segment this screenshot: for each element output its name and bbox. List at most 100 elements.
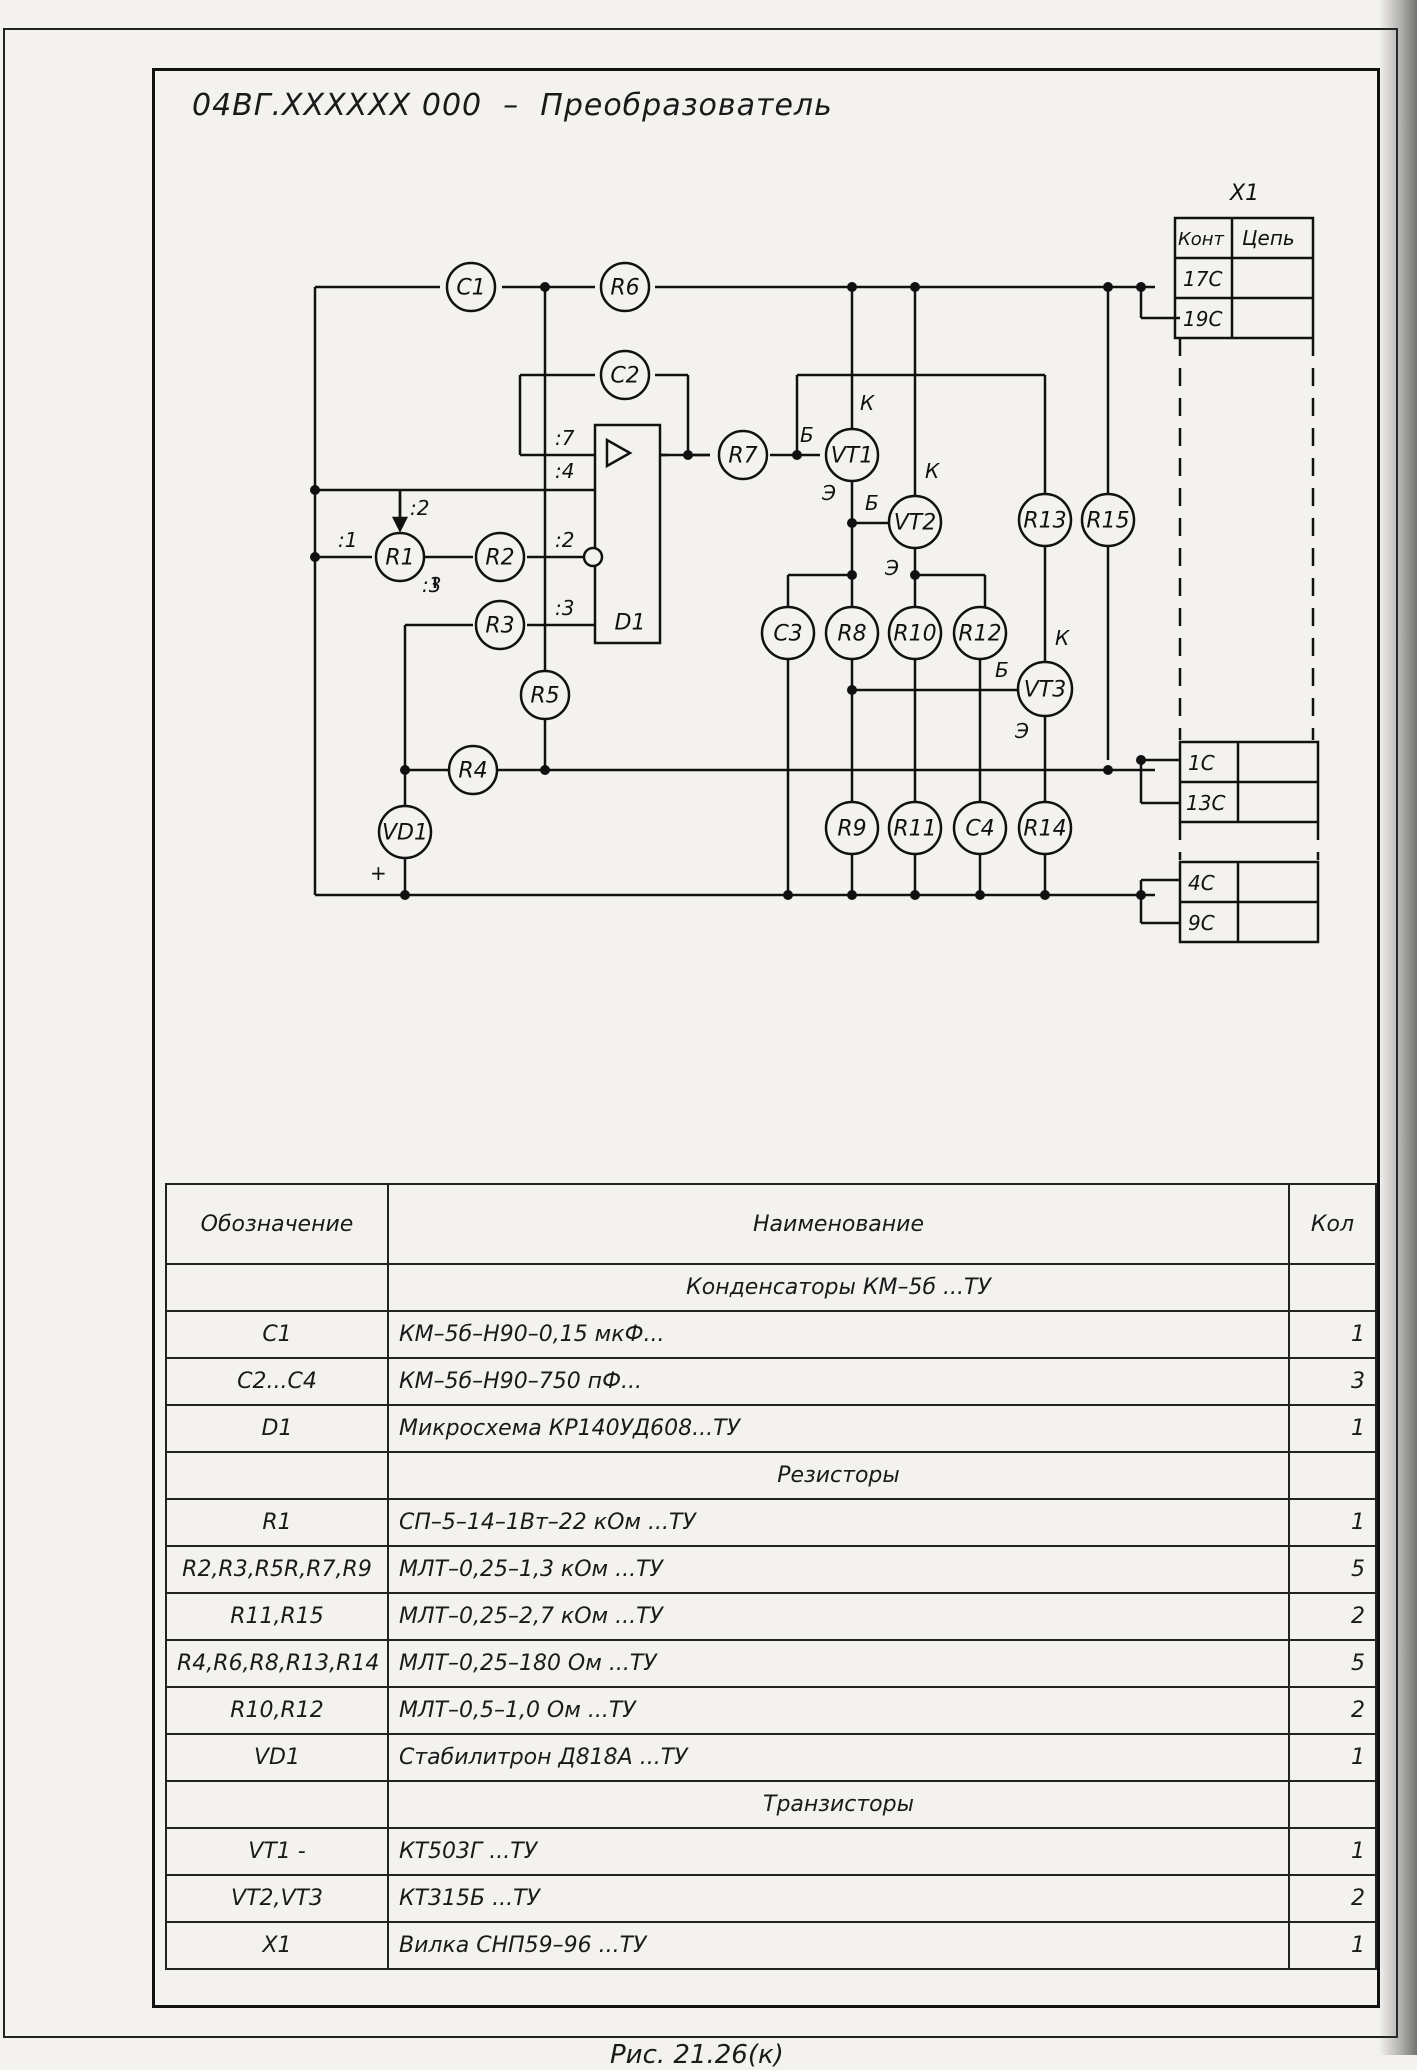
connector-x1: X1 Конт Цепь 17С 19С 1С 13С 4С 9С (1173, 181, 1320, 944)
vt1-symbol (824, 427, 880, 483)
c3-symbol (760, 605, 816, 661)
r7-label: R7 (728, 444, 757, 469)
circuit-schematic: C1 R6 C2 R7 VT1 VT2 R1 R2 R3 R5 R4 VD1 C… (310, 181, 1320, 944)
d1-pin2-label: :2 (555, 528, 574, 552)
bom-section-row: Резисторы (165, 1451, 1377, 1500)
d1-label: D1 (615, 611, 646, 636)
bom-cell-designation: VD1 (165, 1733, 389, 1782)
bom-cell-qty: 5 (1288, 1545, 1377, 1594)
r2-symbol (474, 531, 526, 583)
pin-labels: :7 :4 :2 :3 :1 :2 :3 К Б Э К Б Э К Б Э + (338, 391, 1070, 885)
bom-cell-qty: 2 (1288, 1874, 1377, 1923)
bom-cell-designation: R1 (165, 1498, 389, 1547)
r1-pin3-label: :3 (422, 573, 441, 597)
sheet-inner-frame (152, 68, 1380, 2008)
r6-label: R6 (610, 276, 639, 301)
r12-label: R12 (958, 622, 1001, 647)
r12-symbol (952, 605, 1008, 661)
vt1-emitter-label: Э (821, 481, 836, 505)
d1-pin4-label: :4 (555, 459, 574, 483)
bom-cell-qty (1288, 1451, 1377, 1500)
x1-header-contact: Конт (1178, 229, 1225, 250)
bom-cell-name: МЛТ–0,25–180 Ом ...ТУ (387, 1639, 1290, 1688)
c3-label: C3 (773, 622, 802, 647)
x1-pin-19c: 19С (1183, 307, 1222, 331)
x1-label: X1 (1229, 181, 1259, 206)
bom-header-row: Обозначение Наименование Кол (165, 1183, 1377, 1265)
c4-label: C4 (965, 817, 994, 842)
bom-cell-designation: VT2,VT3 (165, 1874, 389, 1923)
bom-header-qty: Кол (1288, 1183, 1377, 1265)
vt2-emitter-label: Э (884, 556, 899, 580)
bom-cell-qty: 5 (1288, 1639, 1377, 1688)
r2-label: R2 (485, 546, 514, 571)
vt1-label: VT1 (831, 444, 874, 469)
bom-cell-designation: X1 (165, 1921, 389, 1970)
r3-symbol (474, 599, 526, 651)
d1-pin7-label: :7 (555, 426, 575, 450)
bom-cell-designation: R10,R12 (165, 1686, 389, 1735)
r10-label: R10 (893, 622, 936, 647)
r10-symbol (887, 605, 943, 661)
bom-cell-designation: C1 (165, 1310, 389, 1359)
vt3-symbol (1016, 660, 1074, 718)
r15-label: R15 (1086, 509, 1129, 534)
x1-pin-17c: 17С (1183, 267, 1222, 291)
bom-cell-qty (1288, 1780, 1377, 1829)
c1-symbol (445, 261, 497, 313)
r1-pin2-label: :2 (410, 496, 429, 520)
bom-cell-designation: C2...C4 (165, 1357, 389, 1406)
r4-symbol (447, 744, 499, 796)
x1-header-circuit: Цепь (1242, 226, 1295, 250)
bom-section-row: Конденсаторы КМ–5б ...ТУ (165, 1263, 1377, 1312)
r1-pin1-label: :1 (338, 528, 357, 552)
bom-cell-designation: R2,R3,R5R,R7,R9 (165, 1545, 389, 1594)
r1-wiper-arrow (391, 490, 409, 533)
c4-symbol (952, 800, 1008, 856)
bom-cell-qty: 1 (1288, 1498, 1377, 1547)
r11-symbol (887, 800, 943, 856)
r4-label: R4 (458, 759, 487, 784)
bom-cell-name: КТ503Г ...ТУ (387, 1827, 1290, 1876)
r15-symbol (1080, 492, 1136, 548)
bom-header-designation: Обозначение (165, 1183, 389, 1265)
vt3-base-label: Б (995, 658, 1009, 682)
figure-caption: Рис. 21.26(к) (610, 2040, 784, 2070)
bom-cell-designation (165, 1451, 389, 1500)
bom-cell-name: Микросхема КР140УД608...ТУ (387, 1404, 1290, 1453)
bom-cell-section-title: Транзисторы (387, 1780, 1290, 1829)
r7-symbol (717, 429, 769, 481)
document-title: 04ВГ.XXXXXX 000 – Преобразователь (192, 88, 833, 123)
bom-cell-name: МЛТ–0,5–1,0 Ом ...ТУ (387, 1686, 1290, 1735)
vt1-collector-label: К (860, 391, 875, 415)
bom-cell-name: СП–5–14–1Вт–22 кОм ...ТУ (387, 1498, 1290, 1547)
r8-symbol (824, 605, 880, 661)
component-labels: C1 R6 C2 R7 VT1 VT2 R1 R2 R3 R5 R4 VD1 C… (382, 276, 1130, 846)
bom-cell-name: КМ–5б–Н90–0,15 мкФ... (387, 1310, 1290, 1359)
vt2-base-label: Б (865, 491, 879, 515)
bom-header-name: Наименование (387, 1183, 1290, 1265)
x1-pin-13c: 13С (1186, 791, 1225, 815)
x1-pin-1c: 1С (1188, 751, 1215, 775)
bom-cell-name: МЛТ–0,25–2,7 кОм ...ТУ (387, 1592, 1290, 1641)
x1-pin-4c: 4С (1188, 871, 1215, 895)
d1-opamp-block (582, 423, 668, 645)
c2-symbol (599, 349, 651, 401)
bom-cell-designation (165, 1780, 389, 1829)
r14-label: R14 (1023, 817, 1066, 842)
r1-label: R1 (385, 546, 414, 571)
r9-symbol (824, 800, 880, 856)
c1-label: C1 (456, 276, 485, 301)
vt1-base-label: Б (800, 423, 814, 447)
junction-dots (310, 282, 1146, 900)
vt2-label: VT2 (894, 511, 937, 536)
bom-cell-qty: 1 (1288, 1827, 1377, 1876)
